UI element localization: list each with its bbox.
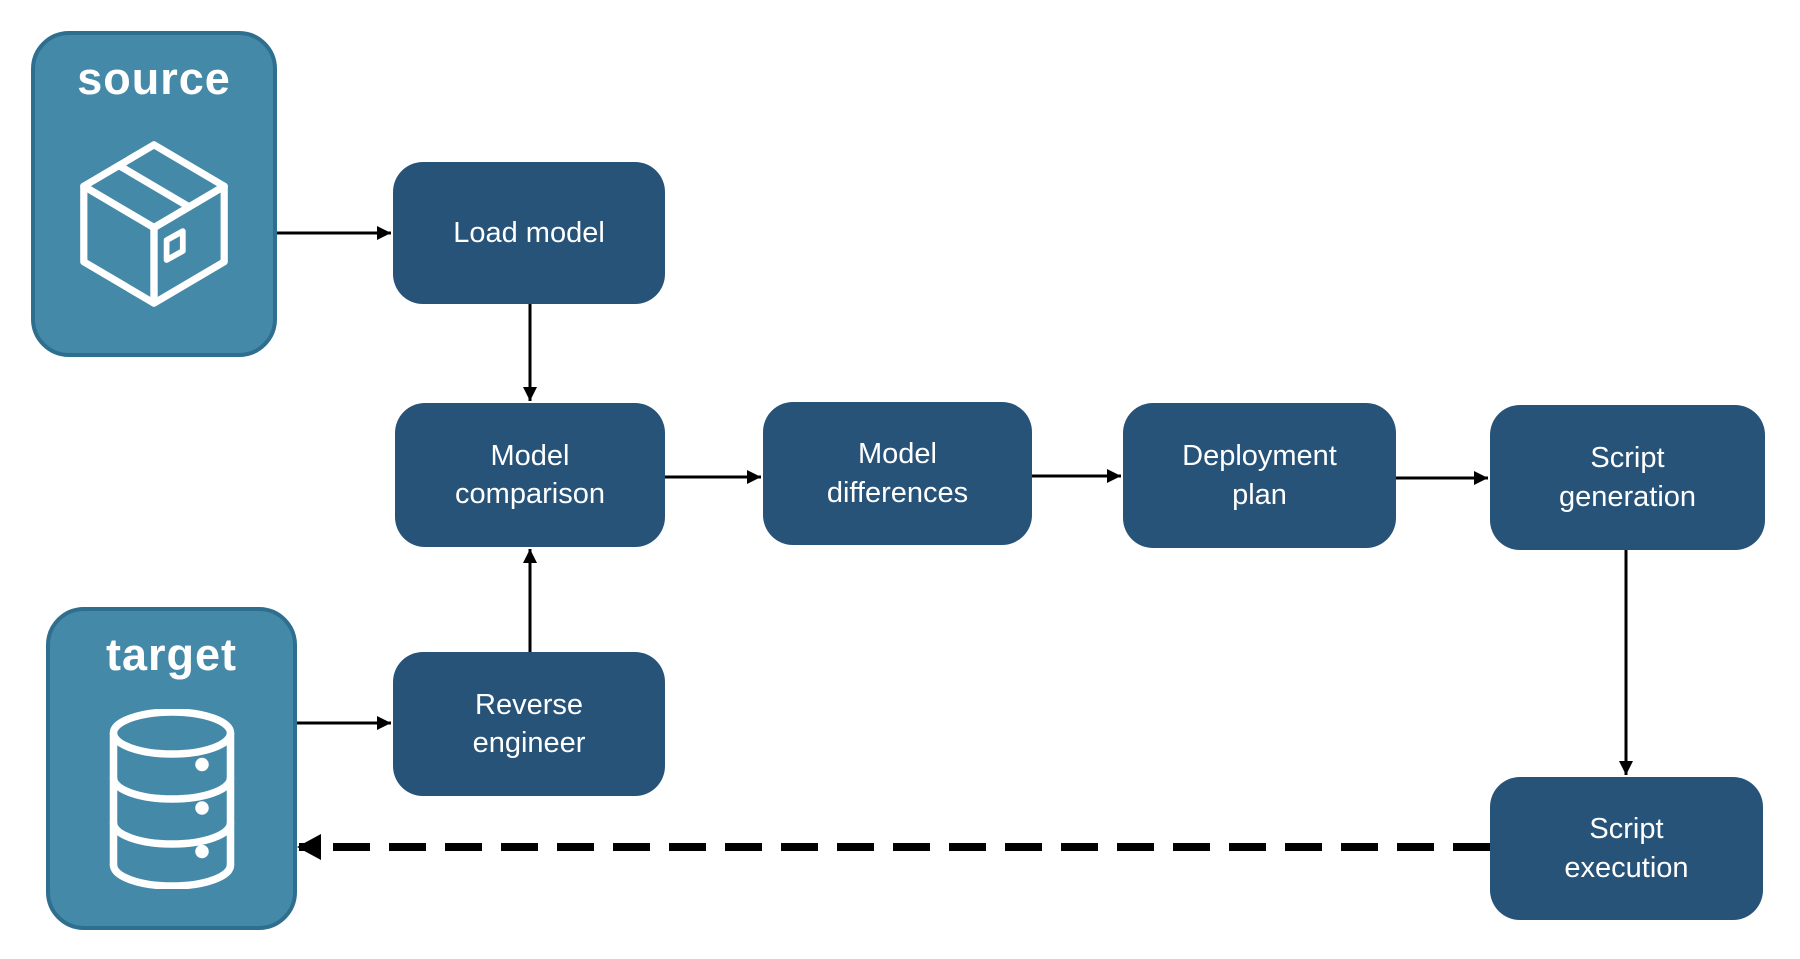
- node-reverse-engineer: Reverse engineer: [393, 652, 665, 796]
- package-icon: [35, 105, 273, 353]
- node-script-execution: Script execution: [1490, 777, 1763, 920]
- database-icon: [50, 681, 293, 926]
- node-script-generation: Script generation: [1490, 405, 1765, 550]
- node-model-differences: Model differences: [763, 402, 1032, 545]
- node-model-comparison: Model comparison: [395, 403, 665, 547]
- node-label: Script generation: [1558, 442, 1697, 513]
- target-label: target: [105, 629, 238, 680]
- node-label: Load model: [453, 216, 605, 249]
- container-source: source: [31, 31, 277, 357]
- node-load-model: Load model: [393, 162, 665, 304]
- node-deployment-plan: Deployment plan: [1123, 403, 1396, 548]
- node-label: Reverse engineer: [472, 688, 586, 759]
- node-label: Script execution: [1564, 813, 1689, 884]
- node-label: Deployment plan: [1182, 440, 1337, 511]
- source-label: source: [77, 53, 231, 104]
- node-label: Model differences: [826, 438, 969, 509]
- container-target: target: [46, 607, 297, 930]
- node-label: Model comparison: [455, 439, 605, 510]
